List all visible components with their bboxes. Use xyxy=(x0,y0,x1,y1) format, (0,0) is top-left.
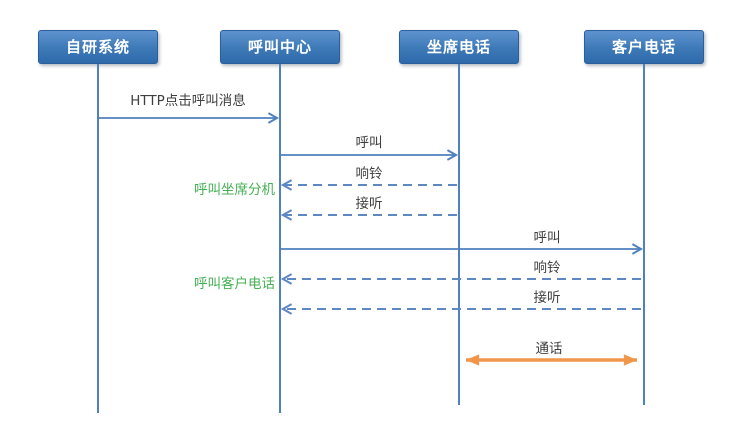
message-label-call-agent: 呼叫 xyxy=(355,135,383,151)
actor-customer-phone: 客户电话 xyxy=(584,30,704,64)
note-call-customer-phone: 呼叫客户电话 xyxy=(194,276,275,292)
actor-call-center: 呼叫中心 xyxy=(220,30,340,64)
actor-self-system-label: 自研系统 xyxy=(65,38,130,56)
lifeline-customer-phone xyxy=(643,64,645,405)
message-label-ring-customer: 响铃 xyxy=(533,260,561,276)
lifeline-call-center xyxy=(279,64,281,413)
actor-self-system: 自研系统 xyxy=(38,30,158,64)
message-label-answer-agent: 接听 xyxy=(355,196,383,212)
actor-agent-phone: 坐席电话 xyxy=(399,30,519,64)
message-label-call-customer: 呼叫 xyxy=(533,230,561,246)
message-label-ring-agent: 响铃 xyxy=(355,166,383,182)
lifeline-self-system xyxy=(97,64,99,413)
lifeline-agent-phone xyxy=(458,64,460,405)
actor-agent-phone-label: 坐席电话 xyxy=(426,38,491,56)
message-label-http-click-call: HTTP点击呼叫消息 xyxy=(130,93,246,109)
note-call-agent-extension: 呼叫坐席分机 xyxy=(194,182,275,198)
actor-customer-phone-label: 客户电话 xyxy=(611,38,676,56)
message-label-talk: 通话 xyxy=(535,341,563,357)
message-label-answer-customer: 接听 xyxy=(533,290,561,306)
actor-call-center-label: 呼叫中心 xyxy=(247,38,312,56)
